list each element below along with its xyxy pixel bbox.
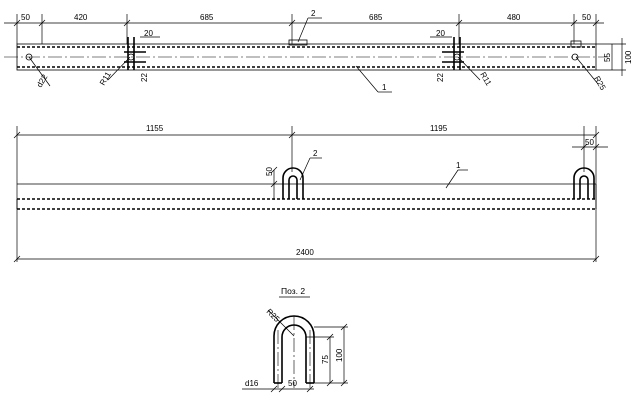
plan-loop-right (442, 37, 464, 70)
plan-radius-left: R11 (98, 70, 113, 87)
plan-dim-100: 100 (624, 50, 633, 64)
plan-dim-50-left: 50 (21, 13, 30, 22)
detail-dim-75: 75 (321, 355, 330, 364)
plan-callout-1: 1 (382, 83, 387, 92)
elev-loop-end (573, 167, 595, 199)
plan-dim-50-right: 50 (582, 13, 591, 22)
plan-dim-22-left: 22 (140, 73, 149, 82)
detail-dim-100: 100 (335, 348, 344, 362)
detail-rod-diameter: d16 (245, 379, 259, 388)
plan-loop-center (288, 39, 308, 46)
plan-dim-20-left: 20 (144, 29, 153, 38)
plan-dim-685-right: 685 (369, 13, 383, 22)
detail-view: Поз. 2 R25 75 100 d16 50 (242, 286, 348, 393)
elev-loop-center (282, 167, 304, 199)
plan-hole-label: d22 (35, 72, 50, 89)
plan-radius-end: R25 (592, 75, 607, 93)
plan-radius-right: R11 (478, 71, 493, 88)
elevation-view: 1155 1195 50 50 2 1 (13, 124, 608, 263)
detail-dim-50: 50 (288, 379, 297, 388)
plan-hole-left (25, 53, 33, 61)
elev-dim-50-end: 50 (585, 138, 594, 147)
elev-dim-1155: 1155 (146, 124, 164, 133)
plan-dim-55: 55 (603, 53, 612, 62)
plan-hole-right (571, 53, 579, 61)
plan-dim-420: 420 (74, 13, 88, 22)
plan-tick-marks (13, 19, 600, 27)
elev-dim-2400: 2400 (296, 248, 314, 257)
elev-dim-height-50: 50 (265, 167, 274, 176)
detail-title: Поз. 2 (281, 286, 305, 296)
elev-callout-2: 2 (313, 149, 318, 158)
plan-dim-685-left: 685 (200, 13, 214, 22)
plan-callout-2: 2 (311, 9, 316, 18)
plan-loop-left (124, 37, 146, 70)
plan-loop-end (570, 40, 582, 48)
plan-dim-20-right: 20 (436, 29, 445, 38)
elev-callout-1: 1 (456, 161, 461, 170)
plan-dim-22-right: 22 (436, 73, 445, 82)
plan-dim-480: 480 (507, 13, 521, 22)
elev-dim-1195: 1195 (430, 124, 448, 133)
plan-view: 50 420 685 685 480 50 (4, 9, 633, 93)
